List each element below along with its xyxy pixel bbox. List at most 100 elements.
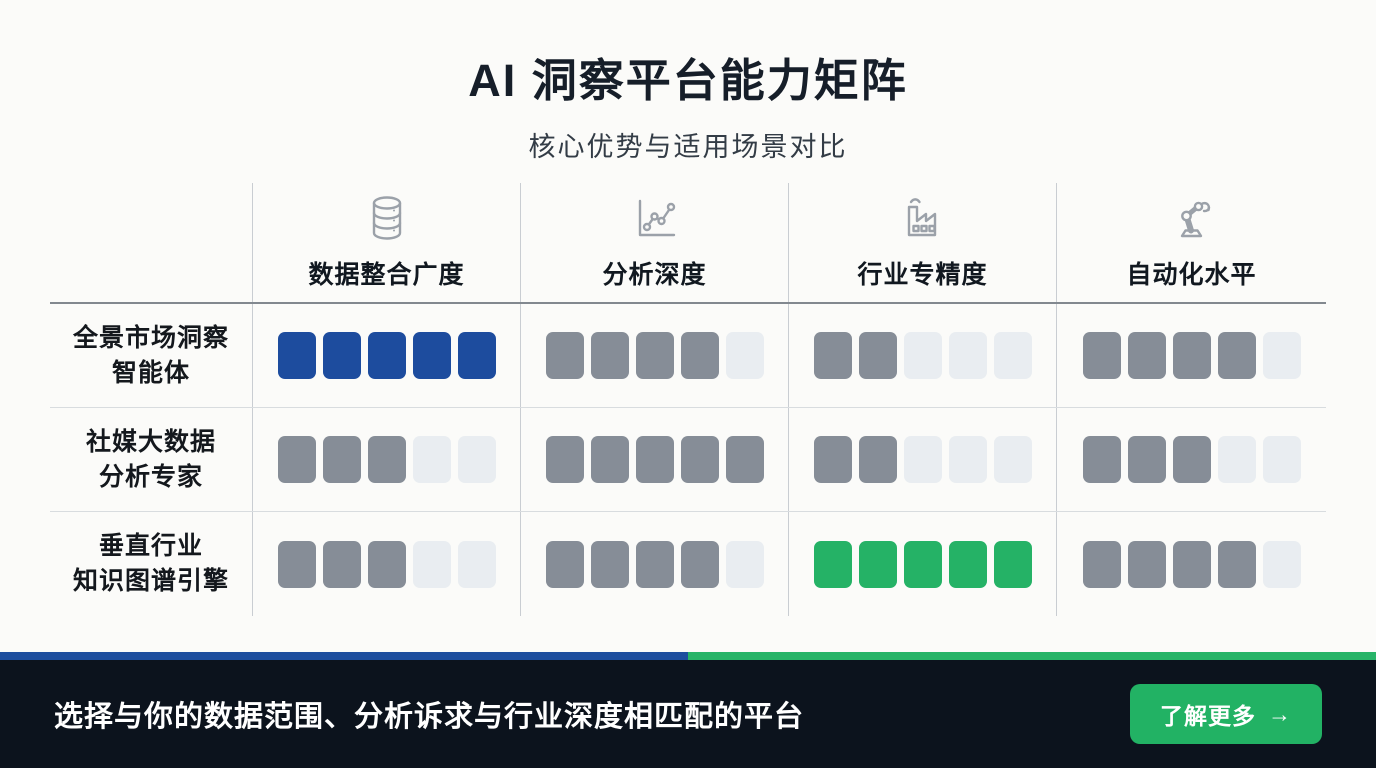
rating-square-filled: [680, 540, 719, 588]
rating-cell: [252, 304, 520, 407]
rating-square-empty: [948, 436, 987, 483]
row-label-line: 社媒大数据: [85, 427, 216, 456]
rating-square-filled: [635, 540, 674, 588]
rating-square-filled: [635, 436, 674, 483]
rating-square-empty: [903, 436, 942, 483]
rating-square-empty: [1262, 540, 1301, 588]
column-header-4: 自动化水平: [1056, 183, 1326, 302]
rating-square-filled: [367, 332, 406, 379]
column-label: 数据整合广度: [308, 261, 465, 289]
rating-square-filled: [1127, 540, 1166, 588]
page-title: AI 洞察平台能力矩阵: [468, 55, 908, 106]
rating-square-filled: [1217, 332, 1256, 379]
rating-square-empty: [948, 332, 987, 379]
rating-square-filled: [590, 436, 629, 483]
rating-square-filled: [590, 332, 629, 379]
rating-square-filled: [590, 540, 629, 588]
rating-square-filled: [858, 540, 897, 588]
rating-square-filled: [1172, 332, 1211, 379]
rating-cell: [252, 408, 520, 511]
rating-square-filled: [858, 332, 897, 379]
rating-square-filled: [635, 332, 674, 379]
rating-square-filled: [813, 436, 852, 483]
rating-square-empty: [903, 332, 942, 379]
rating-square-filled: [680, 436, 719, 483]
arrow-right-icon: →: [1268, 700, 1292, 727]
footer: 选择与你的数据范围、分析诉求与行业深度相匹配的平台 了解更多 →: [0, 652, 1376, 768]
rating-square-empty: [1217, 436, 1256, 483]
row-label-line: 垂直行业: [98, 532, 203, 560]
matrix-corner-cell: [50, 183, 252, 302]
rating-square-filled: [322, 436, 361, 483]
progress-bar: [0, 652, 1376, 660]
rating-cell: [1056, 512, 1326, 616]
column-header-3: 行业专精度: [788, 183, 1056, 302]
rating-square-filled: [813, 540, 852, 588]
rating-cell: [788, 408, 1056, 511]
rating-cell: [788, 304, 1056, 407]
row-label-line: 智能体: [111, 358, 190, 387]
row-label: 全景市场洞察智能体: [50, 304, 252, 407]
rating-square-empty: [993, 436, 1032, 483]
rating-square-filled: [725, 436, 764, 483]
table-row: 垂直行业知识图谱引擎: [50, 512, 1326, 616]
rating-square-filled: [903, 540, 942, 588]
line-chart-icon: [631, 193, 679, 243]
rating-cell: [520, 408, 788, 511]
page-subtitle: 核心优势与适用场景对比: [528, 132, 848, 162]
column-label: 自动化水平: [1126, 261, 1257, 289]
row-label-line: 分析专家: [98, 462, 203, 491]
rating-square-filled: [858, 436, 897, 483]
table-row: 全景市场洞察智能体: [50, 304, 1326, 408]
rating-cell: [788, 512, 1056, 616]
rating-square-filled: [545, 540, 584, 588]
rating-square-filled: [277, 436, 316, 483]
rating-square-filled: [1217, 540, 1256, 588]
rating-square-filled: [322, 540, 361, 588]
column-label: 行业专精度: [857, 261, 988, 289]
rating-square-filled: [277, 540, 316, 588]
rating-square-filled: [813, 332, 852, 379]
table-row: 社媒大数据分析专家: [50, 408, 1326, 512]
footer-message: 选择与你的数据范围、分析诉求与行业深度相匹配的平台: [54, 701, 805, 733]
capability-matrix: 数据整合广度 分析深度 行业专精度 自动化水平全景市场洞察智能体社媒大数据分析专家垂直…: [50, 183, 1326, 616]
matrix-header-row: 数据整合广度 分析深度 行业专精度 自动化水平: [50, 183, 1326, 304]
rating-square-filled: [1127, 332, 1166, 379]
rating-square-empty: [1262, 332, 1301, 379]
row-label-line: 知识图谱引擎: [72, 567, 229, 595]
robot-arm-icon: [1168, 193, 1216, 243]
rating-square-filled: [545, 332, 584, 379]
rating-square-empty: [993, 332, 1032, 379]
rating-square-empty: [725, 332, 764, 379]
progress-blue-segment: [0, 652, 688, 660]
row-label: 社媒大数据分析专家: [50, 408, 252, 511]
rating-square-empty: [457, 436, 496, 483]
column-header-2: 分析深度: [520, 183, 788, 302]
rating-cell: [252, 512, 520, 616]
rating-square-empty: [412, 540, 451, 588]
rating-cell: [520, 512, 788, 616]
rating-square-filled: [412, 332, 451, 379]
rating-square-filled: [545, 436, 584, 483]
learn-more-button[interactable]: 了解更多 →: [1130, 684, 1322, 744]
rating-square-filled: [1172, 540, 1211, 588]
rating-square-filled: [993, 540, 1032, 588]
rating-square-empty: [412, 436, 451, 483]
rating-square-filled: [1082, 540, 1121, 588]
database-icon: [363, 193, 411, 243]
rating-square-filled: [948, 540, 987, 588]
rating-square-filled: [367, 436, 406, 483]
rating-square-filled: [1082, 436, 1121, 483]
rating-cell: [520, 304, 788, 407]
column-header-1: 数据整合广度: [252, 183, 520, 302]
rating-cell: [1056, 304, 1326, 407]
learn-more-label: 了解更多: [1160, 703, 1256, 729]
rating-square-filled: [1082, 332, 1121, 379]
rating-square-filled: [277, 332, 316, 379]
rating-square-empty: [1262, 436, 1301, 483]
column-label: 分析深度: [602, 261, 707, 289]
rating-square-empty: [725, 540, 764, 588]
rating-square-filled: [457, 332, 496, 379]
rating-square-filled: [680, 332, 719, 379]
footer-bar: 选择与你的数据范围、分析诉求与行业深度相匹配的平台 了解更多 →: [0, 660, 1376, 768]
